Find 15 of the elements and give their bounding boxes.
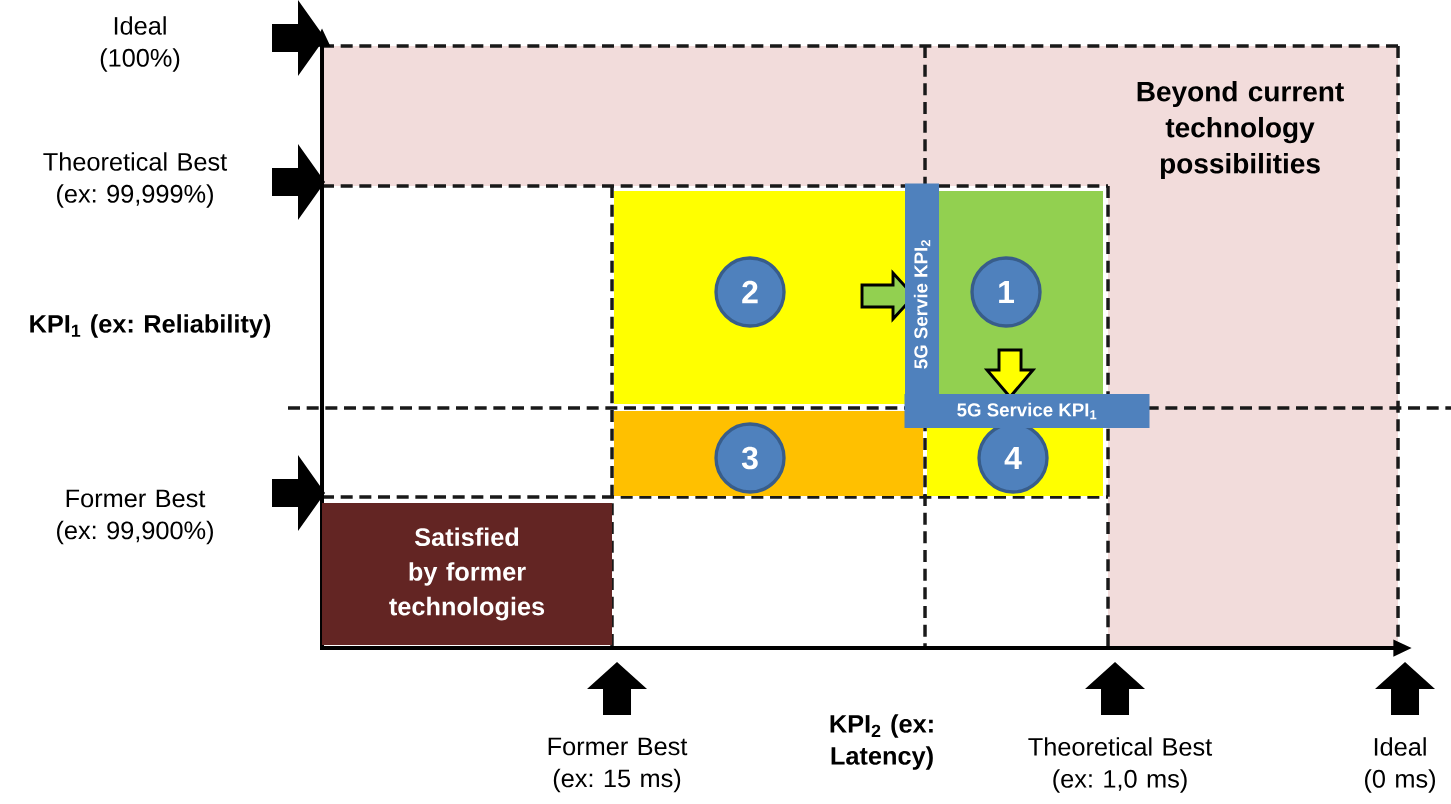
number-badge: 4 [977, 422, 1049, 494]
axis-label: KPI$_{2}$ (ex: Latency) [830, 714, 933, 770]
service-bar: 5G Service KPI$_{1}$ [904, 394, 1150, 428]
axis-label: Theoretical Best (ex: 1,0 ms) [1028, 737, 1213, 793]
axis-label: Ideal (0 ms) [1365, 737, 1435, 793]
region-box: Satisfied by former technologies [322, 503, 612, 645]
axis-label: Theoretical Best (ex: 99,999%) [43, 152, 227, 208]
axis-label: Former Best (ex: 99,900%) [57, 489, 213, 545]
number-badge: 3 [714, 422, 786, 494]
node-label: 5G Servie KPI$_{2}$ [913, 240, 931, 369]
axis-label: Ideal (100%) [100, 16, 180, 72]
axis-label: KPI$_{1}$ (ex: Reliability) [30, 314, 271, 338]
number-badge: 2 [714, 256, 786, 328]
axis-label: Former Best (ex: 15 ms) [548, 737, 688, 793]
number-badge: 1 [970, 256, 1042, 328]
